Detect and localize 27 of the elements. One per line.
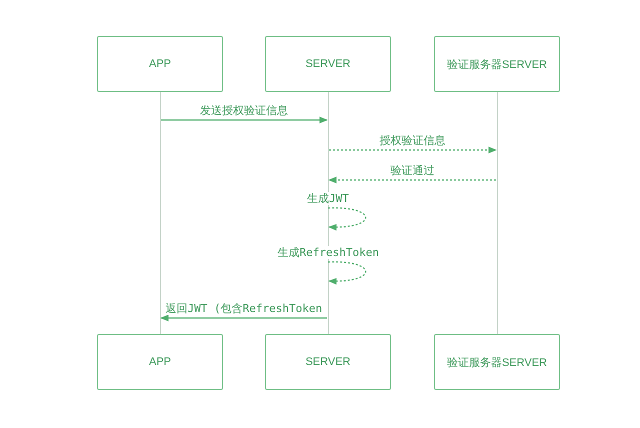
message-arrow — [160, 314, 327, 322]
edge-label: 生成JWT — [306, 192, 350, 205]
participant-box — [97, 36, 223, 92]
edge-label: 发送授权验证信息 — [199, 104, 289, 117]
participant-box — [265, 334, 391, 390]
edge-label: 验证通过 — [390, 164, 436, 177]
participant-box — [434, 36, 560, 92]
participant-box — [97, 334, 223, 390]
lifeline — [497, 92, 498, 334]
participant-name: SERVER — [305, 58, 351, 70]
participant-name: 验证服务器SERVER — [446, 58, 548, 72]
participant-box — [265, 36, 391, 92]
lifeline — [328, 92, 329, 334]
edge-label: 返回JWT (包含RefreshToken — [164, 302, 324, 315]
participant-name: APP — [148, 58, 171, 70]
edge-label: 生成RefreshToken — [276, 246, 380, 259]
self-message-arrow — [328, 207, 366, 230]
message-arrow — [161, 116, 328, 124]
lifeline — [160, 92, 161, 334]
participant-box — [434, 334, 560, 390]
self-message-arrow — [328, 261, 366, 284]
participant-name: SERVER — [305, 356, 351, 368]
message-arrow — [328, 176, 496, 184]
participant-name: APP — [148, 356, 171, 368]
message-arrow — [329, 146, 497, 154]
edge-label: 授权验证信息 — [378, 134, 446, 147]
participant-name: 验证服务器SERVER — [446, 356, 548, 370]
